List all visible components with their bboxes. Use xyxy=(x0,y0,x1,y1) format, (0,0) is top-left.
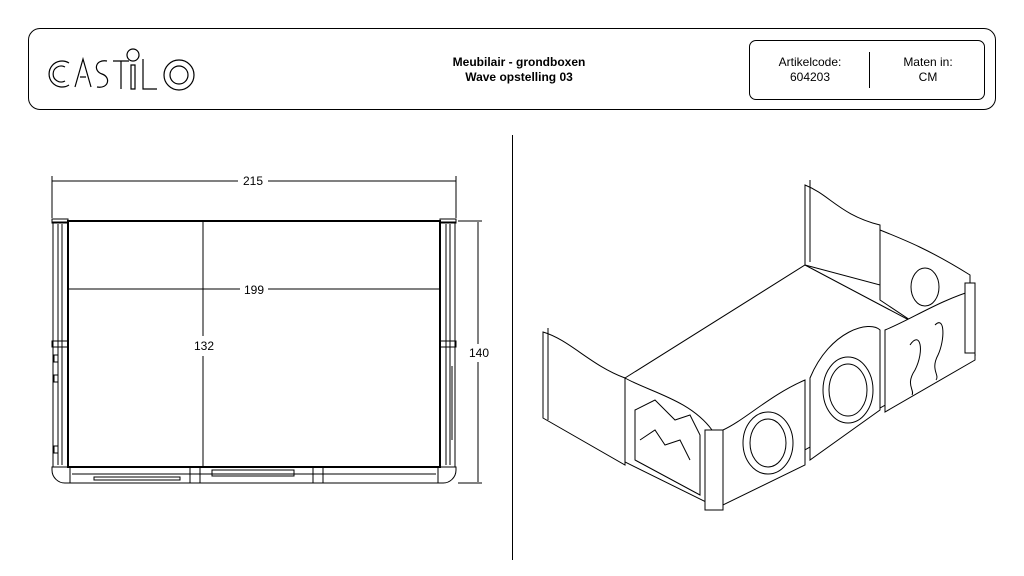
title-block: Meubilair - grondboxen Wave opstelling 0… xyxy=(28,28,996,110)
article-code-value: 604203 xyxy=(789,70,831,84)
castilo-logo xyxy=(48,48,195,91)
info-separator xyxy=(869,52,870,88)
dim-outer-depth: 140 xyxy=(468,346,490,360)
iso-view xyxy=(542,180,977,511)
dim-outer-width: 215 xyxy=(242,174,264,188)
title-line-2: Wave opstelling 03 xyxy=(465,70,573,84)
view-divider xyxy=(512,135,513,560)
dim-inner-width: 199 xyxy=(243,283,265,297)
title-line-1: Meubilair - grondboxen xyxy=(452,55,586,69)
info-box: Artikelcode: 604203 Maten in: CM xyxy=(749,40,985,100)
article-code-label: Artikelcode: xyxy=(778,55,842,69)
plan-view xyxy=(51,176,482,484)
units: Maten in: CM xyxy=(870,55,986,85)
units-label: Maten in: xyxy=(903,55,953,69)
article-code: Artikelcode: 604203 xyxy=(750,55,870,85)
dim-inner-depth: 132 xyxy=(193,339,215,353)
drawing-title: Meubilair - grondboxen Wave opstelling 0… xyxy=(409,55,629,85)
units-value: CM xyxy=(918,70,938,84)
